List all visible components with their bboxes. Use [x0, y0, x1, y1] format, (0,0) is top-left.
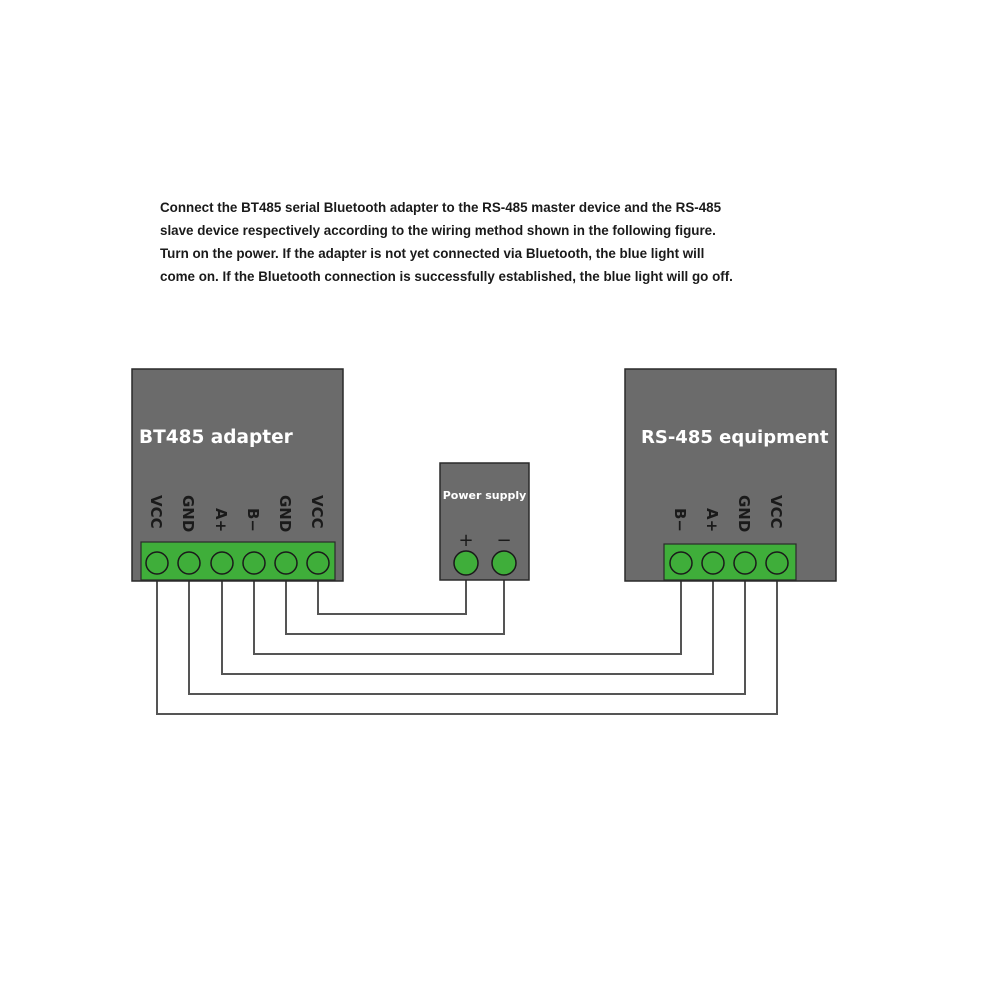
power-supply-title: Power supply	[443, 489, 527, 502]
adapter-terminal-gnd-2	[274, 551, 298, 575]
wire-b-minus	[253, 563, 682, 655]
adapter-pin-label: VCC	[308, 495, 326, 529]
instruction-line-2: slave device respectively according to t…	[160, 223, 716, 238]
adapter-terminal-vcc-2	[306, 551, 330, 575]
adapter-pin-labels: VCC GND A+ B− GND VCC	[147, 495, 326, 532]
wire-a-plus	[221, 563, 714, 675]
equipment-pin-label: GND	[735, 495, 753, 532]
wires	[156, 563, 778, 715]
wire-adapter-vcc-to-psu-plus	[317, 563, 467, 615]
equipment-terminal-b-minus	[669, 551, 693, 575]
power-supply: Power supply + −	[439, 462, 530, 581]
adapter-terminal-a-plus	[210, 551, 234, 575]
rs485-equipment: RS-485 equipment B− A+ GND VCC	[624, 368, 837, 582]
instruction-line-4: come on. If the Bluetooth connection is …	[160, 269, 733, 284]
adapter-pin-label: B−	[244, 508, 262, 532]
adapter-title: BT485 adapter	[139, 427, 294, 448]
adapter-terminal-gnd	[177, 551, 201, 575]
equipment-pin-labels: B− A+ GND VCC	[671, 495, 785, 532]
wire-vcc	[156, 563, 778, 715]
psu-minus-label: −	[496, 530, 511, 551]
adapter-terminal-b-minus	[242, 551, 266, 575]
wire-adapter-gnd-to-psu-minus	[285, 563, 505, 635]
equipment-pin-label: VCC	[767, 495, 785, 529]
equipment-title: RS-485 equipment	[641, 427, 829, 448]
equipment-pin-label: B−	[671, 508, 689, 532]
adapter-terminal-block	[140, 541, 336, 581]
bt485-adapter: BT485 adapter VCC GND A+ B− GND VCC	[131, 368, 344, 582]
adapter-terminal-vcc	[145, 551, 169, 575]
psu-terminal-plus	[453, 550, 479, 576]
adapter-terminals	[145, 551, 330, 575]
equipment-terminals	[669, 551, 789, 575]
equipment-terminal-vcc	[765, 551, 789, 575]
equipment-pin-label: A+	[703, 508, 721, 532]
instruction-line-1: Connect the BT485 serial Bluetooth adapt…	[160, 200, 722, 215]
adapter-pin-label: GND	[179, 495, 197, 532]
equipment-terminal-gnd	[733, 551, 757, 575]
adapter-pin-label: VCC	[147, 495, 165, 529]
wire-gnd	[188, 563, 746, 695]
adapter-pin-label: GND	[276, 495, 294, 532]
equipment-terminal-a-plus	[701, 551, 725, 575]
instruction-line-3: Turn on the power. If the adapter is not…	[160, 246, 705, 261]
instructions: Connect the BT485 serial Bluetooth adapt…	[160, 196, 820, 288]
psu-terminal-minus	[491, 550, 517, 576]
psu-plus-label: +	[458, 530, 473, 551]
adapter-pin-label: A+	[212, 508, 230, 532]
